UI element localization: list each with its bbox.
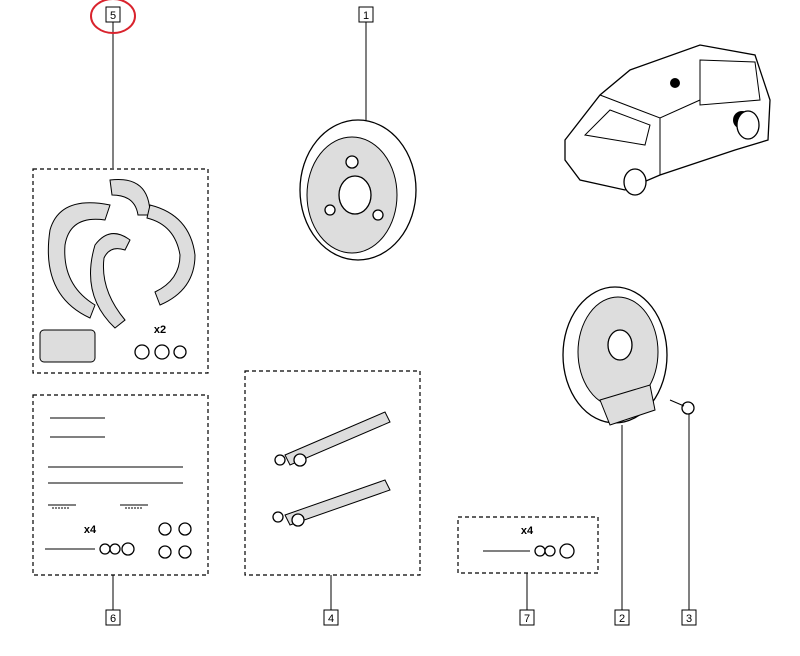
callout-5[interactable]: 5: [90, 0, 136, 168]
highlight-circle: [90, 0, 136, 34]
svg-text:2: 2: [619, 613, 625, 625]
svg-text:6: 6: [110, 613, 116, 625]
svg-text:1: 1: [363, 10, 369, 22]
vehicle-illustration: [564, 44, 771, 196]
adjuster-kit[interactable]: [244, 370, 421, 576]
retainer-pin-kit[interactable]: x4: [457, 516, 599, 574]
svg-text:7: 7: [524, 613, 530, 625]
quantity-label: x4: [84, 524, 97, 536]
callout-2[interactable]: 2: [614, 425, 630, 626]
callout-7[interactable]: 7: [519, 573, 535, 626]
brake-shoe-kit[interactable]: x2: [32, 168, 209, 374]
spring-kit[interactable]: x4: [32, 394, 209, 576]
brake-backplate[interactable]: [562, 286, 668, 426]
backplate-bolt[interactable]: [669, 399, 695, 415]
callout-3[interactable]: 3: [681, 414, 697, 626]
svg-text:4: 4: [328, 613, 334, 625]
callout-4[interactable]: 4: [323, 575, 339, 626]
quantity-label: x4: [521, 525, 534, 537]
brake-drum[interactable]: [299, 119, 417, 261]
quantity-label: x2: [154, 324, 166, 336]
svg-text:3: 3: [686, 613, 692, 625]
svg-text:5: 5: [110, 10, 116, 22]
callout-1[interactable]: 1: [358, 6, 374, 122]
callout-6[interactable]: 6: [105, 575, 121, 626]
